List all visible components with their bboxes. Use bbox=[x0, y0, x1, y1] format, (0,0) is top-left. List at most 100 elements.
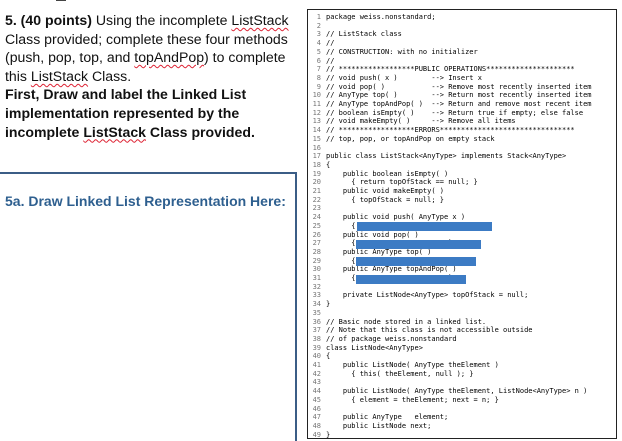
question-text-a: Using the incomplete bbox=[91, 12, 232, 28]
code-line: 46 bbox=[308, 405, 326, 414]
section-divider-vertical bbox=[295, 172, 297, 441]
line-number: 6 bbox=[316, 56, 321, 65]
code-line: 10// AnyType top( ) --> Return most rece… bbox=[308, 91, 592, 100]
top-edge-dash bbox=[56, 0, 66, 1]
code-text: { element = theElement; next = n; } bbox=[326, 395, 499, 404]
code-text: public boolean isEmpty( ) bbox=[326, 169, 449, 178]
code-line: 45 { element = theElement; next = n; } bbox=[308, 396, 499, 405]
code-line: 8 // void push( x ) --> Insert x bbox=[308, 74, 482, 83]
line-number: 15 bbox=[312, 134, 321, 143]
question-text-e: First, Draw and label the Linked List im… bbox=[5, 86, 247, 140]
line-number: 37 bbox=[312, 326, 321, 335]
code-text: // ListStack class bbox=[326, 30, 402, 39]
question-text-d: Class. bbox=[88, 67, 132, 84]
line-number: 27 bbox=[312, 239, 321, 248]
code-line: 20 { return topOfStack == null; } bbox=[308, 178, 478, 187]
line-number: 24 bbox=[312, 213, 321, 222]
code-text: public void pop( ) bbox=[326, 230, 419, 239]
code-line: 28 public AnyType top( ) bbox=[308, 247, 432, 257]
code-line: 6 // bbox=[308, 56, 335, 66]
line-number: 29 bbox=[312, 256, 321, 265]
line-number: 19 bbox=[312, 169, 321, 178]
code-text: // void pop( ) --> Remove most recently … bbox=[326, 82, 592, 91]
code-text: public ListNode( AnyType theElement, Lis… bbox=[326, 387, 588, 396]
line-number: 31 bbox=[312, 274, 321, 282]
code-line: 23 bbox=[308, 204, 326, 213]
code-text: } bbox=[326, 430, 331, 439]
line-number: 8 bbox=[316, 73, 321, 82]
line-number: 17 bbox=[312, 152, 321, 161]
code-line: 24 public void push( AnyType x ) bbox=[308, 213, 466, 222]
code-text: { return topOfStack == null; } bbox=[326, 178, 478, 187]
question-text-b: Class provided; complete these four meth… bbox=[5, 30, 288, 66]
line-number: 18 bbox=[312, 160, 321, 169]
code-text: // void push( x ) --> Insert x bbox=[326, 73, 482, 82]
line-number: 1 bbox=[316, 13, 321, 21]
code-line: 18 { bbox=[308, 160, 331, 170]
line-number: 28 bbox=[312, 247, 321, 256]
code-line: 35 bbox=[308, 309, 326, 318]
code-line: 16 bbox=[308, 144, 326, 153]
code-text: // bbox=[326, 56, 335, 65]
code-line: 34} bbox=[308, 300, 331, 309]
line-number: 41 bbox=[312, 361, 321, 369]
code-line: 7 // ******************PUBLIC OPERATIONS*… bbox=[308, 65, 575, 74]
line-number: 32 bbox=[312, 282, 321, 291]
question-text-c: ) to complete this bbox=[5, 49, 286, 84]
code-line: 43 bbox=[308, 378, 326, 387]
line-number: 43 bbox=[312, 378, 321, 387]
code-text: { topOfStack = null; } bbox=[326, 195, 445, 204]
code-line: 26 public void pop( ) bbox=[308, 231, 419, 240]
line-number: 40 bbox=[312, 352, 321, 361]
code-text: public void makeEmpty( ) bbox=[326, 187, 445, 195]
line-number: 25 bbox=[312, 221, 321, 230]
question-points: 5. (40 points) bbox=[5, 12, 92, 28]
redaction-bar bbox=[357, 222, 492, 232]
line-number: 13 bbox=[312, 117, 321, 126]
code-text: { bbox=[326, 160, 331, 169]
redaction-bar bbox=[356, 274, 466, 284]
line-number: 33 bbox=[312, 291, 321, 300]
code-text: // Note that this class is not accessibl… bbox=[326, 326, 533, 335]
code-line: 9 // void pop( ) --> Remove most recently… bbox=[308, 83, 592, 92]
question-paragraph-1: 5. (40 points) Using the incomplete List… bbox=[5, 11, 290, 85]
code-line: 33 private ListNode<AnyType> topOfStack … bbox=[308, 291, 529, 300]
code-text: // ******************ERRORS*************… bbox=[326, 126, 575, 135]
code-text: { this( theElement, null ); } bbox=[326, 369, 474, 378]
code-text: public AnyType topAndPop( ) bbox=[326, 265, 457, 274]
code-line: 38// of package weiss.nonstandard bbox=[308, 335, 457, 344]
code-text: class ListNode<AnyType> bbox=[326, 343, 423, 352]
line-number: 23 bbox=[312, 204, 321, 213]
code-text: // AnyType topAndPop( ) --> Return and r… bbox=[326, 100, 592, 108]
line-number: 47 bbox=[312, 413, 321, 422]
line-number: 48 bbox=[312, 421, 321, 430]
line-number: 34 bbox=[312, 300, 321, 309]
class-name-liststack-3: ListStack bbox=[83, 123, 146, 140]
line-number: 5 bbox=[316, 47, 321, 56]
code-line: 40 { bbox=[308, 352, 331, 361]
code-text: // boolean isEmpty( ) --> Return true if… bbox=[326, 108, 584, 117]
code-line: 4// bbox=[308, 39, 335, 48]
method-name-topandpop: topAndPop bbox=[134, 49, 205, 66]
line-number: 7 bbox=[316, 65, 321, 74]
line-number: 16 bbox=[312, 143, 321, 152]
code-line: 11// AnyType topAndPop( ) --> Return and… bbox=[308, 100, 592, 109]
code-text: // void makeEmpty( ) --> Remove all item… bbox=[326, 117, 516, 126]
code-line: 49} bbox=[308, 430, 331, 440]
code-text: // ******************PUBLIC OPERATIONS**… bbox=[326, 65, 575, 74]
code-text: // top, pop, or topAndPop on empty stack bbox=[326, 134, 495, 143]
line-number: 12 bbox=[312, 108, 321, 117]
code-line: 5// CONSTRUCTION: with no initializer bbox=[308, 48, 478, 57]
class-name-liststack-2: ListStack bbox=[30, 67, 89, 84]
redaction-bar bbox=[356, 239, 481, 249]
line-number: 20 bbox=[312, 178, 321, 187]
code-text: { bbox=[326, 352, 331, 361]
line-number: 3 bbox=[316, 30, 321, 39]
draw-area-label: 5a. Draw Linked List Representation Here… bbox=[5, 193, 286, 209]
line-number: 22 bbox=[312, 195, 321, 204]
line-number: 9 bbox=[316, 82, 321, 91]
line-number: 35 bbox=[312, 308, 321, 317]
